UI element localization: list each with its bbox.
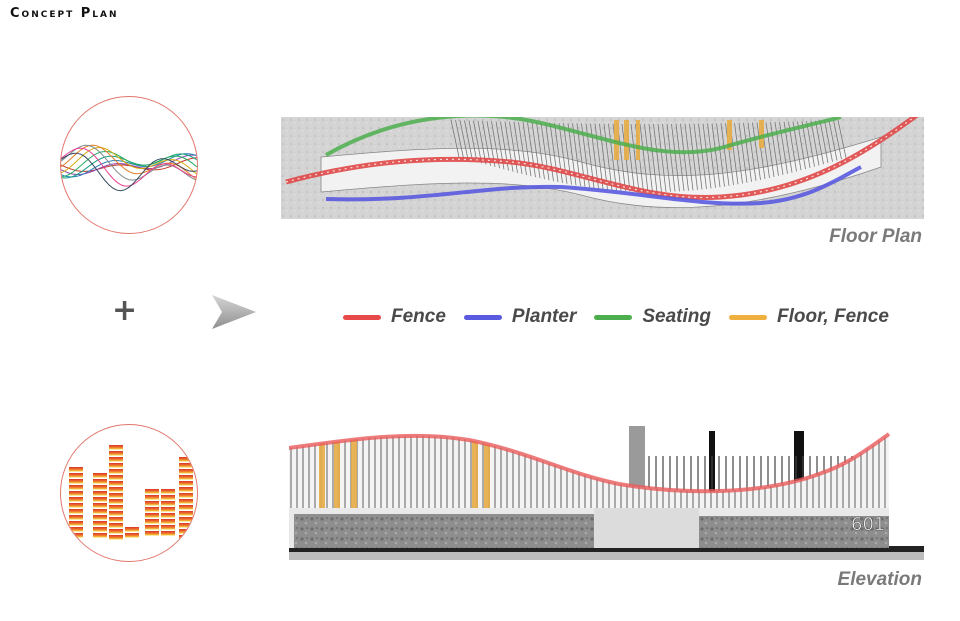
- elevation-caption: Elevation: [837, 569, 922, 590]
- equalizer-icon: [60, 424, 198, 562]
- legend-label-planter: Planter: [511, 306, 577, 327]
- legend-label-floor-fence: Floor, Fence: [776, 306, 889, 327]
- floor-plan-drawing: [281, 117, 924, 219]
- right-arrow-icon: [210, 292, 258, 332]
- legend-item-fence: Fence: [343, 306, 446, 328]
- legend-swatch-seating: [594, 314, 633, 320]
- waveform-icon: [60, 96, 198, 234]
- legend-item-seating: Seating: [594, 306, 711, 328]
- legend-label-seating: Seating: [642, 306, 711, 327]
- page-title: Concept Plan: [10, 6, 119, 21]
- legend: Fence Planter Seating Floor, Fence: [343, 304, 907, 330]
- legend-item-planter: Planter: [463, 306, 577, 328]
- elevation-drawing: 601: [289, 426, 924, 560]
- legend-label-fence: Fence: [391, 306, 446, 327]
- legend-item-floor-fence: Floor, Fence: [728, 306, 889, 328]
- building-number: 601: [851, 514, 885, 535]
- legend-swatch-planter: [463, 314, 502, 320]
- legend-swatch-fence: [343, 314, 381, 320]
- floor-plan-caption: Floor Plan: [829, 226, 922, 247]
- legend-swatch-floor-fence: [728, 314, 767, 320]
- plus-sign: +: [112, 293, 138, 328]
